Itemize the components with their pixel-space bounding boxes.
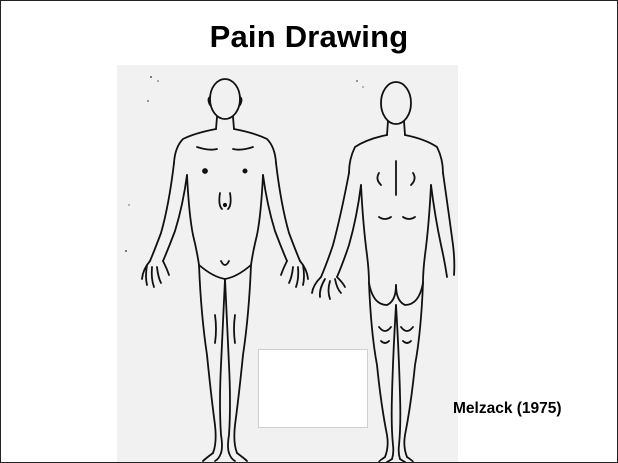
blank-rectangle <box>258 349 368 428</box>
slide-title: Pain Drawing <box>1 19 617 55</box>
citation-text: Melzack (1975) <box>453 400 562 418</box>
